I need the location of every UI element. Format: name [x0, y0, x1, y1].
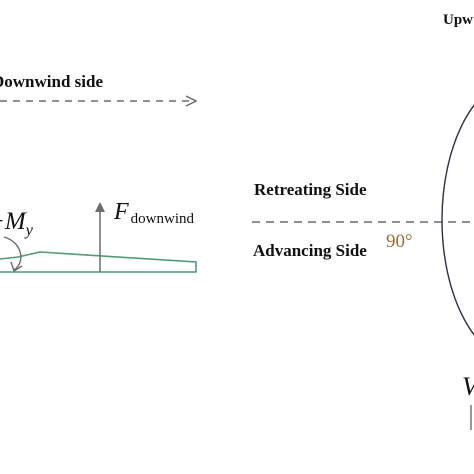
downwind-arrow — [0, 95, 198, 107]
velocity-label: V — [462, 372, 474, 401]
moment-subscript: y — [24, 222, 34, 239]
force-arrow — [95, 202, 105, 272]
advancing-side-label: Advancing Side — [253, 241, 367, 260]
downwind-side-label: Downwind side — [0, 72, 103, 91]
rotor-disk-outline — [441, 104, 474, 336]
retreating-side-label: Retreating Side — [254, 180, 367, 199]
moment-arc — [3, 236, 23, 273]
blade-outline — [0, 251, 197, 273]
angle-label: 90° — [386, 231, 413, 252]
upwind-label: Upw — [443, 12, 473, 28]
moment-label: −My — [0, 208, 34, 239]
